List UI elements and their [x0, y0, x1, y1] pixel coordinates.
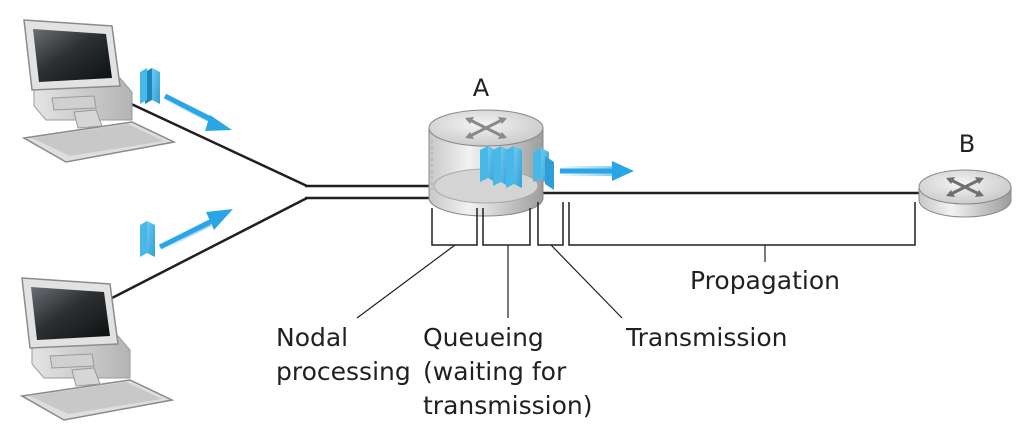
- computer-icon: [19, 277, 175, 421]
- arrow-icon: [158, 209, 233, 252]
- packet-icon: [140, 68, 160, 104]
- leader-lines: [356, 244, 766, 319]
- router-icon: [946, 177, 984, 197]
- computer-icon: [21, 19, 177, 163]
- packet-icon: [480, 146, 495, 182]
- packet-icon: [140, 221, 155, 257]
- transmission-bracket: [537, 202, 564, 246]
- arrow-icon: [556, 161, 634, 181]
- queueing-label-line2: (waiting for: [423, 357, 567, 386]
- router-icon: [465, 117, 507, 139]
- router-a-label: A: [473, 74, 490, 102]
- queued-packets: [480, 146, 522, 188]
- queueing-bracket: [482, 208, 531, 246]
- packet-icon: [506, 146, 522, 188]
- queueing-label-line1: Queueing: [423, 323, 544, 352]
- router-b-label: B: [959, 130, 975, 158]
- propagation-label: Propagation: [690, 266, 840, 295]
- arrow-icon: [161, 92, 232, 131]
- nodal-label-line1: Nodal: [276, 323, 348, 352]
- packet-icon: [533, 148, 554, 190]
- router-b: [918, 169, 1012, 218]
- links: [111, 93, 930, 300]
- link-top-host: [111, 93, 308, 188]
- queueing-label-line3: transmission): [423, 391, 592, 420]
- link-bottom-host: [111, 196, 308, 300]
- nodal-label-line2: processing: [276, 357, 411, 386]
- transmission-label: Transmission: [625, 323, 788, 352]
- propagation-bracket: [568, 202, 916, 246]
- packet-icon: [493, 146, 508, 186]
